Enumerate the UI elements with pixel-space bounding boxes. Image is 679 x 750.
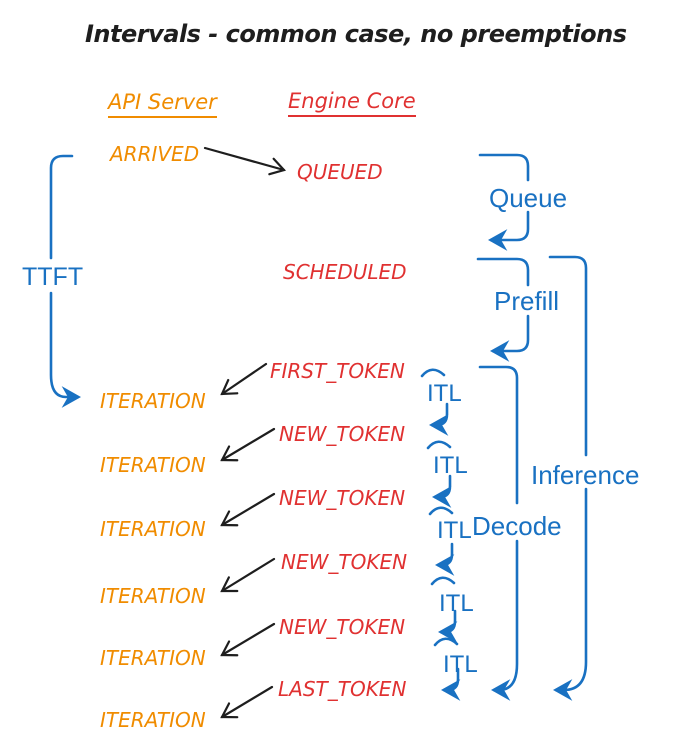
event-new-token: NEW_TOKEN [279, 486, 406, 510]
event-iteration: ITERATION [100, 708, 206, 732]
event-first-token: FIRST_TOKEN [270, 359, 405, 383]
itl-start-arc [433, 637, 459, 647]
itl-arrow [440, 667, 461, 701]
itl-start-arc [428, 506, 454, 516]
event-iteration: ITERATION [100, 584, 206, 608]
event-new-token: NEW_TOKEN [279, 422, 406, 446]
interval-label-queue: Queue [489, 183, 568, 213]
itl-start-arc [430, 576, 456, 586]
event-scheduled: SCHEDULED [283, 260, 407, 284]
event-new-token: NEW_TOKEN [281, 550, 408, 574]
interval-label-itl: ITL [439, 590, 474, 617]
event-iteration: ITERATION [100, 517, 206, 541]
interval-label-itl: ITL [443, 651, 478, 678]
itl-arrow [434, 542, 455, 576]
event-iteration: ITERATION [100, 389, 206, 413]
arrow-arrived-to-queued [203, 146, 287, 176]
event-iteration: ITERATION [100, 453, 206, 477]
page-title: Intervals - common case, no preemptions [85, 20, 627, 48]
itl-arrow [431, 474, 452, 508]
interval-label-inference: Inference [531, 460, 640, 490]
event-iteration: ITERATION [100, 646, 206, 670]
column-header-api-server: API Server [108, 92, 217, 118]
interval-label-itl: ITL [437, 517, 472, 544]
itl-arrow [437, 609, 458, 643]
arrow-new-token4-to-iteration [220, 622, 276, 657]
itl-arrow [428, 402, 449, 436]
arrow-new-token3-to-iteration [220, 557, 276, 593]
decode-bracket [480, 365, 517, 690]
event-new-token: NEW_TOKEN [279, 615, 406, 639]
ttft-bracket [51, 154, 78, 397]
arrow-last-token-to-iteration [220, 685, 274, 719]
interval-label-ttft: TTFT [22, 263, 84, 291]
event-queued: QUEUED [297, 160, 383, 184]
itl-start-arc [420, 368, 446, 378]
prefill-bracket [478, 259, 528, 351]
arrow-first-token-to-iteration [220, 362, 268, 396]
column-header-engine-core: Engine Core [288, 91, 416, 117]
event-arrived: ARRIVED [110, 142, 200, 166]
interval-label-itl: ITL [433, 452, 468, 479]
arrow-new-token2-to-iteration [220, 492, 276, 527]
interval-label-itl: ITL [427, 380, 462, 407]
interval-label-decode: Decode [472, 511, 562, 541]
itl-start-arc [426, 440, 452, 450]
arrow-new-token1-to-iteration [220, 427, 276, 462]
event-last-token: LAST_TOKEN [278, 677, 407, 701]
interval-label-prefill: Prefill [494, 286, 560, 316]
